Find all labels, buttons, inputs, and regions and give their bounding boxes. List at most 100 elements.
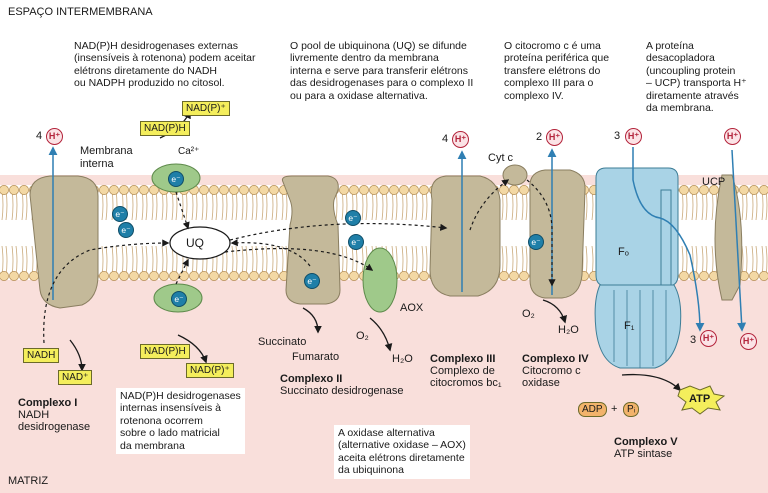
proton-count-atp-in: 3	[614, 130, 621, 142]
intermembrane-space-label: ESPAÇO INTERMEMBRANA	[8, 6, 153, 18]
electron-path-uq-c3	[229, 222, 448, 241]
proton-count-c3: 4	[442, 133, 449, 145]
lipid-head	[129, 185, 139, 195]
lipid-head	[139, 185, 149, 195]
lipid-head	[129, 271, 139, 281]
electron-path-ext-uq	[175, 191, 190, 230]
lipid-head	[369, 185, 379, 195]
f1-label: F₁	[624, 320, 635, 332]
info-box-ubiquinone-pool: O pool de ubiquinona (UQ) se difunde liv…	[286, 38, 478, 105]
proton-icon: H⁺	[724, 128, 741, 145]
electron-icon: e⁻	[112, 206, 128, 222]
oxygen-label-c4: O₂	[522, 308, 535, 320]
lipid-head	[689, 185, 699, 195]
aox-shape	[362, 247, 398, 313]
lipid-head	[679, 271, 689, 281]
lipid-head	[749, 185, 759, 195]
lipid-head	[269, 185, 279, 195]
tag-pi: Pᵢ	[623, 402, 640, 417]
proton-icon: H⁺	[46, 128, 63, 145]
electron-path-int-uq	[175, 258, 189, 285]
complex-v-caption: Complexo V ATP sintase	[614, 436, 678, 460]
complex-iv-caption: Complexo IV Citocromo c oxidase	[522, 353, 589, 389]
electron-path-c1-uq	[43, 239, 170, 344]
proton-icon: H⁺	[740, 333, 757, 350]
lipid-head	[349, 185, 359, 195]
lipid-head	[19, 271, 29, 281]
succinate-label: Succinato	[258, 336, 307, 348]
complex-i-shape	[29, 175, 99, 309]
lipid-head	[709, 185, 719, 195]
lipid-head	[109, 185, 119, 195]
complex-i-title: Complexo I	[18, 397, 78, 409]
proton-icon: H⁺	[452, 131, 469, 148]
lipid-head	[139, 271, 149, 281]
info-box-external-nadph: NAD(P)H desidrogenases externas (insensí…	[70, 38, 260, 92]
lipid-head	[0, 271, 9, 281]
uq-label: UQ	[186, 236, 204, 250]
proton-icon: H⁺	[546, 129, 563, 146]
lipid-head	[399, 271, 409, 281]
complex-ii-title: Complexo II	[280, 373, 343, 385]
lipid-head	[19, 185, 29, 195]
electron-icon: e⁻	[168, 171, 184, 187]
lipid-head	[749, 271, 759, 281]
proton-count-c1: 4	[36, 130, 43, 142]
complex-v-line1: ATP sintase	[614, 448, 673, 460]
lipid-head	[199, 185, 209, 195]
water-label-aox: H₂O	[392, 353, 413, 365]
lipid-head	[699, 271, 709, 281]
complex-ii-line1: Succinato desidrogenase	[280, 385, 404, 397]
lipid-head	[179, 271, 189, 281]
lipid-head	[219, 271, 229, 281]
tag-nadp-internal: NAD(P)⁺	[186, 363, 234, 378]
lipid-head	[219, 185, 229, 195]
electron-icon: e⁻	[348, 234, 364, 250]
electron-icon: e⁻	[304, 273, 320, 289]
lipid-head	[249, 185, 259, 195]
cyt-c-shape	[502, 164, 528, 186]
complex-iii-title: Complexo III	[430, 353, 496, 365]
lipid-head	[419, 271, 429, 281]
lipid-head	[339, 185, 349, 195]
lipid-head	[209, 185, 219, 195]
lipid-head	[149, 271, 159, 281]
electron-path-c2-uq	[230, 239, 311, 267]
atp-synthase-proton-flow	[632, 147, 705, 332]
complex-ii-caption: Complexo II Succinato desidrogenase	[280, 373, 404, 397]
lipid-head	[99, 271, 109, 281]
plus-sign: +	[611, 403, 618, 415]
lipid-head	[199, 271, 209, 281]
complex-iv-line2: oxidase	[522, 377, 560, 389]
lipid-head	[519, 185, 529, 195]
lipid-head	[739, 185, 749, 195]
aox-label: AOX	[400, 302, 424, 314]
lipid-head	[269, 271, 279, 281]
lipid-head	[379, 185, 389, 195]
atp-label: ATP	[689, 393, 711, 405]
lipid-head	[99, 185, 109, 195]
lipid-head	[349, 271, 359, 281]
calcium-label: Ca²⁺	[178, 146, 200, 157]
tag-nadh: NADH	[23, 348, 60, 363]
lipid-head	[339, 271, 349, 281]
lipid-head	[229, 185, 239, 195]
lipid-head	[0, 185, 9, 195]
electron-path-uq-aox	[224, 247, 374, 271]
atp-synthesis-arrow	[621, 373, 682, 392]
lipid-head	[519, 271, 529, 281]
tag-nadph-external: NAD(P)H	[140, 121, 190, 136]
lipid-head	[109, 271, 119, 281]
electron-icon: e⁻	[118, 222, 134, 238]
info-box-cytochrome-c: O citocromo c é uma proteína periférica …	[500, 38, 614, 105]
lipid-head	[239, 185, 249, 195]
complex-i-caption: Complexo I NADH desidrogenase	[18, 397, 90, 433]
ubiquinone-pool	[169, 226, 231, 260]
c4-water-arrow	[542, 299, 567, 324]
proton-count-c4: 2	[536, 131, 543, 143]
nadph-internal-oxidation-arrow	[177, 334, 208, 364]
lipid-head	[169, 271, 179, 281]
lipid-head	[399, 185, 409, 195]
proton-icon: H⁺	[700, 330, 717, 347]
